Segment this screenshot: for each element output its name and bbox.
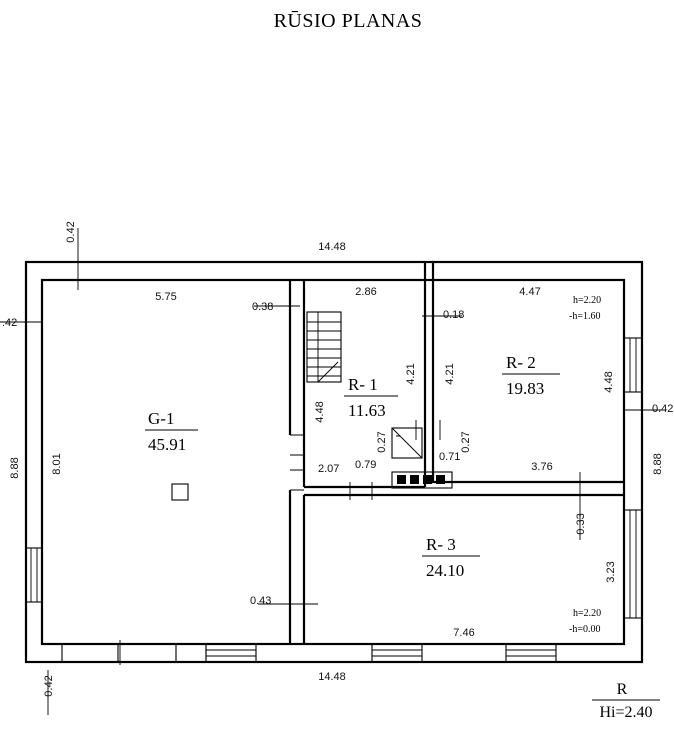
room-area: 45.91 [148,435,186,454]
height-legend: R Hi=2.40 [592,681,660,721]
partition-g1 [288,280,306,644]
dim-r2-width: 4.47 [519,286,540,298]
room-label: R- 2 [506,353,536,372]
dim-g1-height: 8.01 [51,453,63,474]
dimension-lines [0,228,665,715]
dim-r2-left-height: 4.21 [444,363,456,384]
dim-bottom-total: 14.48 [318,671,346,683]
r3-height-note: h=2.20 [573,608,601,619]
room-r3: R- 3 24.10 [422,535,480,580]
dim-r1-door-b: 0.79 [355,459,376,471]
dim-g1-wall-top: 0.38 [252,301,273,313]
door-jamb-g1 [290,434,304,491]
dim-r3-height: 3.23 [605,561,617,582]
dim-wall-top-left: 0.42 [65,221,77,242]
dim-r2-door-a: 0.27 [460,431,472,452]
dimension-labels: 14.48 14.48 8.88 8.88 0.42 .42 0.42 0.42… [2,221,673,696]
dim-wall-right: 0.42 [652,403,673,415]
dim-r1-door-a: 0.27 [376,431,388,452]
r3-minus-height-note: -h=0.00 [569,624,600,635]
stairs-icon [306,311,342,383]
column-icon [171,483,189,501]
room-label: G-1 [148,409,174,428]
room-g1: G-1 45.91 [145,409,198,454]
plan-title: RŪSIO PLANAS [274,10,423,32]
dim-left-total: 8.88 [9,457,21,478]
chimney-icon [391,427,423,459]
vent-block-icon [391,471,453,489]
dim-wall-bottom-left: 0.42 [43,675,55,696]
r2-minus-height-note: -h=1.60 [569,311,600,322]
dim-r1-width: 2.86 [355,286,376,298]
dim-r1-height: 4.48 [314,401,326,422]
legend-bottom: Hi=2.40 [599,704,652,721]
dim-r2-height: 4.48 [603,371,615,392]
outer-wall [24,260,644,664]
room-r1: R- 1 11.63 [344,375,398,420]
partition-r1-r2 [423,280,624,487]
dim-r2-door-b: 0.71 [439,451,460,463]
door-ticks [290,420,441,500]
partition-stub [423,262,435,280]
inner-wall-outline [40,278,626,646]
room-label: R- 1 [348,375,378,394]
room-label: R- 3 [426,535,456,554]
room-area: 11.63 [348,401,386,420]
dim-wall-left: .42 [2,317,17,329]
room-area: 24.10 [426,561,464,580]
room-area: 19.83 [506,379,544,398]
windows [25,337,643,663]
dim-r3-width: 7.46 [453,627,474,639]
dim-r2-bottom: 3.76 [531,461,552,473]
r2-height-note: h=2.20 [573,295,601,306]
dim-g1-wall-bottom: 0.43 [250,595,271,607]
room-r2: R- 2 19.83 [502,353,560,398]
dim-r1-right-height: 4.21 [405,363,417,384]
legend-top: R [617,681,628,698]
dim-r3-wall: 0.33 [575,513,587,534]
dim-r1-wall: 0.18 [443,309,464,321]
dim-r1-bottom: 2.07 [318,463,339,475]
dim-right-total: 8.88 [652,453,664,474]
dim-g1-width: 5.75 [155,291,176,303]
partition-r3-top [304,485,624,497]
dim-top-total: 14.48 [318,241,346,253]
